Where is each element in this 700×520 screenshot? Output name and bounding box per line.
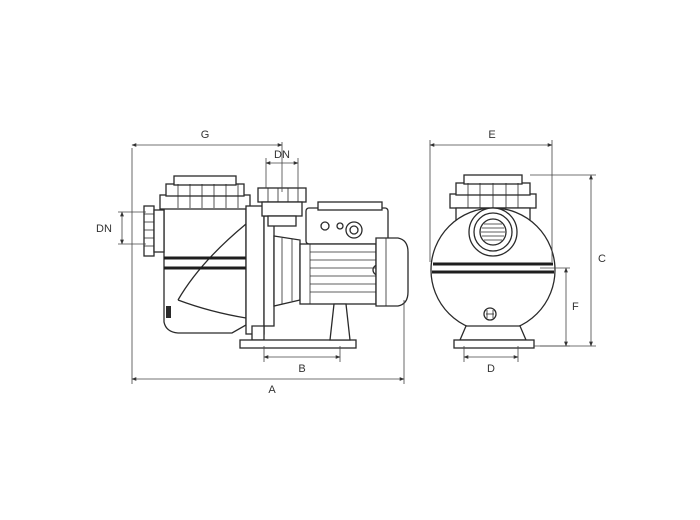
pump-front-view <box>430 174 556 349</box>
dim-label-c: C <box>598 253 606 265</box>
drain-plug <box>166 306 171 318</box>
dim-label-dn-top: DN <box>274 149 290 161</box>
outlet-union <box>257 187 307 227</box>
front-strainer-lid <box>449 174 537 209</box>
dim-label-f: F <box>572 301 579 313</box>
strainer-housing <box>163 207 247 334</box>
dim-label-dn-side: DN <box>96 223 112 235</box>
side-view-dimensions: G DN DN B A <box>96 129 405 396</box>
dim-label-d: D <box>487 363 495 375</box>
pump-side-view <box>143 175 409 349</box>
front-view-dimensions: E C F D <box>429 129 606 375</box>
dim-label-b: B <box>298 363 305 375</box>
front-drain-plug <box>483 307 497 321</box>
motor-adapter <box>273 235 301 307</box>
dim-label-g: G <box>201 129 210 141</box>
dim-label-e: E <box>488 129 495 141</box>
front-inlet-port <box>468 207 518 257</box>
front-base <box>453 325 535 349</box>
motor-body <box>299 243 384 305</box>
inlet-union <box>143 205 165 257</box>
strainer-volute-outline <box>177 223 247 319</box>
fan-cover <box>375 237 409 307</box>
pump-flange <box>245 205 265 335</box>
terminal-box <box>305 201 389 245</box>
dim-label-a: A <box>268 384 276 396</box>
strainer-lid <box>159 175 251 210</box>
pump-feet <box>239 303 357 349</box>
